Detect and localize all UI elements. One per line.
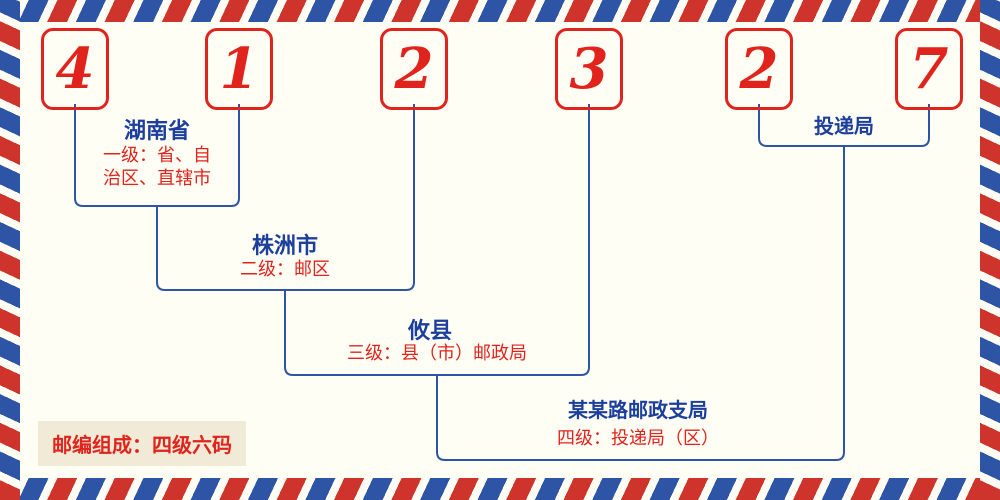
postal-digit-1: 4 (55, 36, 95, 102)
postal-digit-4: 3 (569, 36, 609, 102)
postal-code-composition-note: 邮编组成：四级六码 (38, 421, 246, 466)
airmail-border-left (0, 0, 20, 500)
airmail-border-right (980, 0, 1000, 500)
airmail-border-top (0, 0, 1000, 22)
postal-digit-3: 2 (394, 36, 434, 102)
level2-city-name: 株洲市 (251, 234, 319, 259)
digit-box-6: 7 (895, 28, 963, 110)
level1-province-name: 湖南省 (123, 119, 191, 144)
level1-description: 一级：省、自 治区、直辖市 (103, 144, 211, 190)
digit-box-5: 2 (725, 28, 793, 110)
digit-box-4: 3 (555, 28, 623, 110)
postal-digit-2: 1 (219, 36, 259, 102)
level1-description-line2: 治区、直辖市 (103, 168, 211, 189)
digit-box-1: 4 (41, 28, 109, 110)
postal-digit-5: 2 (739, 36, 779, 102)
level1-description-line1: 一级：省、自 (103, 145, 211, 166)
digit-box-3: 2 (380, 28, 448, 110)
airmail-border-bottom (0, 478, 1000, 500)
level2-description: 二级：邮区 (240, 259, 330, 280)
level4-description: 四级：投递局（区） (557, 428, 719, 449)
level3-county-name: 攸县 (407, 319, 453, 344)
delivery-office-label: 投递局 (814, 114, 874, 138)
level4-branch-name: 某某路邮政支局 (568, 398, 708, 422)
level3-description: 三级：县（市）邮政局 (347, 343, 527, 364)
postal-digit-6: 7 (909, 36, 949, 102)
digit-box-2: 1 (205, 28, 273, 110)
